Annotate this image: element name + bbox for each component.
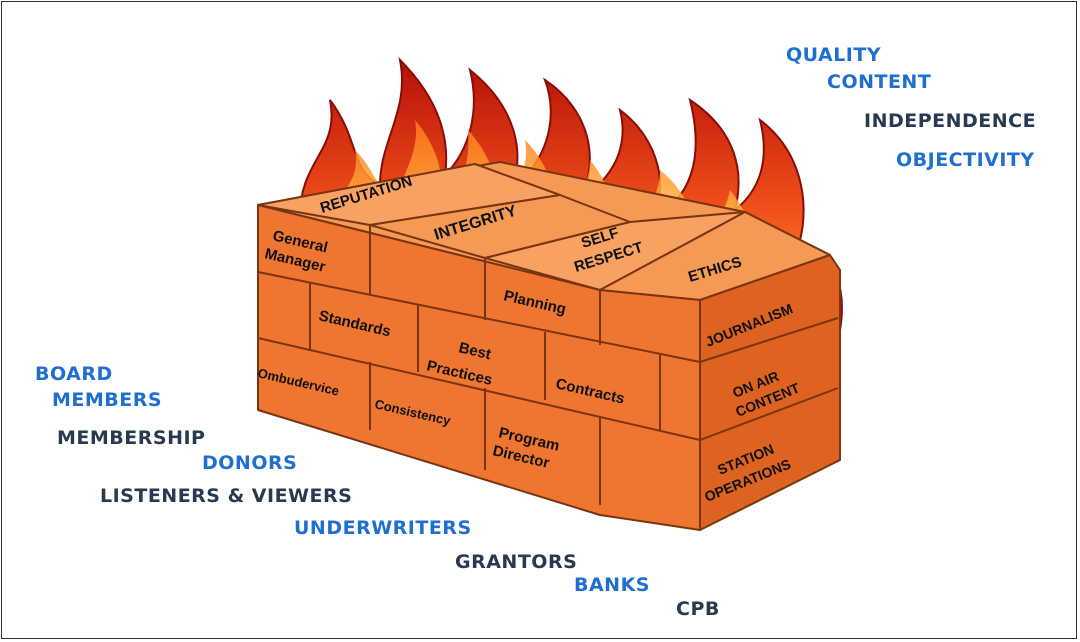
value-content: CONTENT (827, 71, 932, 93)
stakeholder-membership: MEMBERSHIP (57, 427, 206, 449)
stakeholder-donors: DONORS (202, 452, 298, 474)
stakeholder-banks: BANKS (574, 574, 650, 596)
stakeholder-cpb: CPB (676, 598, 720, 620)
brick-wall (257, 161, 841, 531)
label-best: Best (457, 339, 493, 363)
stakeholder-underwriters: UNDERWRITERS (294, 517, 472, 539)
stakeholder-board: BOARD (35, 363, 113, 385)
stakeholder-listeners-viewers: LISTENERS & VIEWERS (100, 485, 353, 507)
stakeholder-members: MEMBERS (52, 389, 163, 411)
wall-side (699, 254, 841, 531)
stakeholder-grantors: GRANTORS (455, 551, 578, 573)
value-objectivity: OBJECTIVITY (896, 149, 1035, 171)
value-independence: INDEPENDENCE (864, 110, 1037, 132)
value-quality: QUALITY (786, 44, 882, 66)
